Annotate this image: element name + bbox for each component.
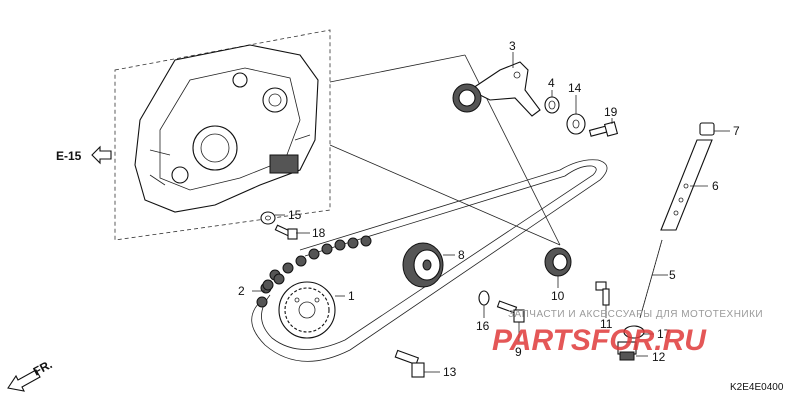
reference-label: E-15 bbox=[56, 149, 82, 163]
part-7-lifter-cap[interactable] bbox=[699, 122, 715, 136]
diagram-code: K2E4E0400 bbox=[730, 382, 784, 393]
callout-14: 14 bbox=[568, 81, 582, 95]
watermark-brand: PARTSFOR.RU bbox=[492, 324, 707, 357]
part-10-guide-roller[interactable] bbox=[544, 247, 572, 277]
part-18-bolt[interactable] bbox=[274, 224, 298, 240]
callout-7: 7 bbox=[733, 124, 740, 138]
crankcase-illustration bbox=[134, 44, 319, 213]
callout-9: 9 bbox=[515, 345, 522, 359]
part-15-washer[interactable] bbox=[260, 211, 276, 225]
part-5-tensioner-spring[interactable] bbox=[639, 239, 663, 319]
callout-13: 13 bbox=[443, 365, 457, 379]
callout-2: 2 bbox=[238, 284, 245, 298]
part-3-tensioner-arm[interactable] bbox=[452, 61, 541, 117]
callout-16: 16 bbox=[476, 319, 490, 333]
watermark-tagline: ЗАПЧАСТИ И АКСЕССУАРЫ ДЛЯ МОТОТЕХНИКИ bbox=[508, 309, 763, 320]
chain-links bbox=[256, 235, 372, 308]
callout-11: 11 bbox=[600, 317, 613, 331]
callout-8: 8 bbox=[458, 248, 465, 262]
callout-6: 6 bbox=[712, 179, 719, 193]
part-12-sealing-bolt[interactable] bbox=[617, 341, 637, 361]
callout-15: 15 bbox=[288, 208, 302, 222]
arrow-front-icon bbox=[7, 369, 41, 392]
callout-17: 17 bbox=[657, 327, 671, 341]
part-1-cam-sprocket[interactable] bbox=[278, 281, 336, 339]
callout-19: 19 bbox=[604, 105, 618, 119]
reference-e15[interactable]: E-15 bbox=[56, 145, 112, 165]
callout-3: 3 bbox=[509, 39, 516, 53]
callout-4: 4 bbox=[548, 76, 555, 90]
part-6-tensioner-lifter[interactable] bbox=[660, 139, 713, 231]
watermark: ЗАПЧАСТИ И АКСЕССУАРЫ ДЛЯ МОТОТЕХНИКИ PA… bbox=[492, 309, 763, 357]
part-8-guide-roller[interactable] bbox=[402, 242, 444, 288]
part-19-bolt[interactable] bbox=[588, 121, 619, 137]
part-16-washer[interactable] bbox=[478, 290, 490, 306]
callout-leaders bbox=[252, 52, 730, 373]
part-14-washer[interactable] bbox=[566, 113, 586, 135]
callout-12: 12 bbox=[652, 350, 666, 364]
part-4-collar[interactable] bbox=[544, 96, 560, 114]
front-direction: FR. bbox=[7, 357, 54, 392]
cam-chain-illustration bbox=[251, 159, 608, 362]
arrow-left-icon bbox=[91, 145, 112, 165]
part-11-bolt[interactable] bbox=[595, 281, 610, 306]
part-17-o-ring[interactable] bbox=[623, 325, 645, 339]
callout-10: 10 bbox=[551, 289, 565, 303]
callout-numbers: 1 2 3 4 5 6 7 8 9 10 11 12 13 14 15 16 1… bbox=[238, 39, 740, 379]
callout-1: 1 bbox=[348, 289, 355, 303]
crankcase-dashed-outline bbox=[114, 29, 331, 241]
callout-18: 18 bbox=[312, 226, 326, 240]
part-13-flange-bolt[interactable] bbox=[394, 349, 425, 378]
callout-5: 5 bbox=[669, 268, 676, 282]
